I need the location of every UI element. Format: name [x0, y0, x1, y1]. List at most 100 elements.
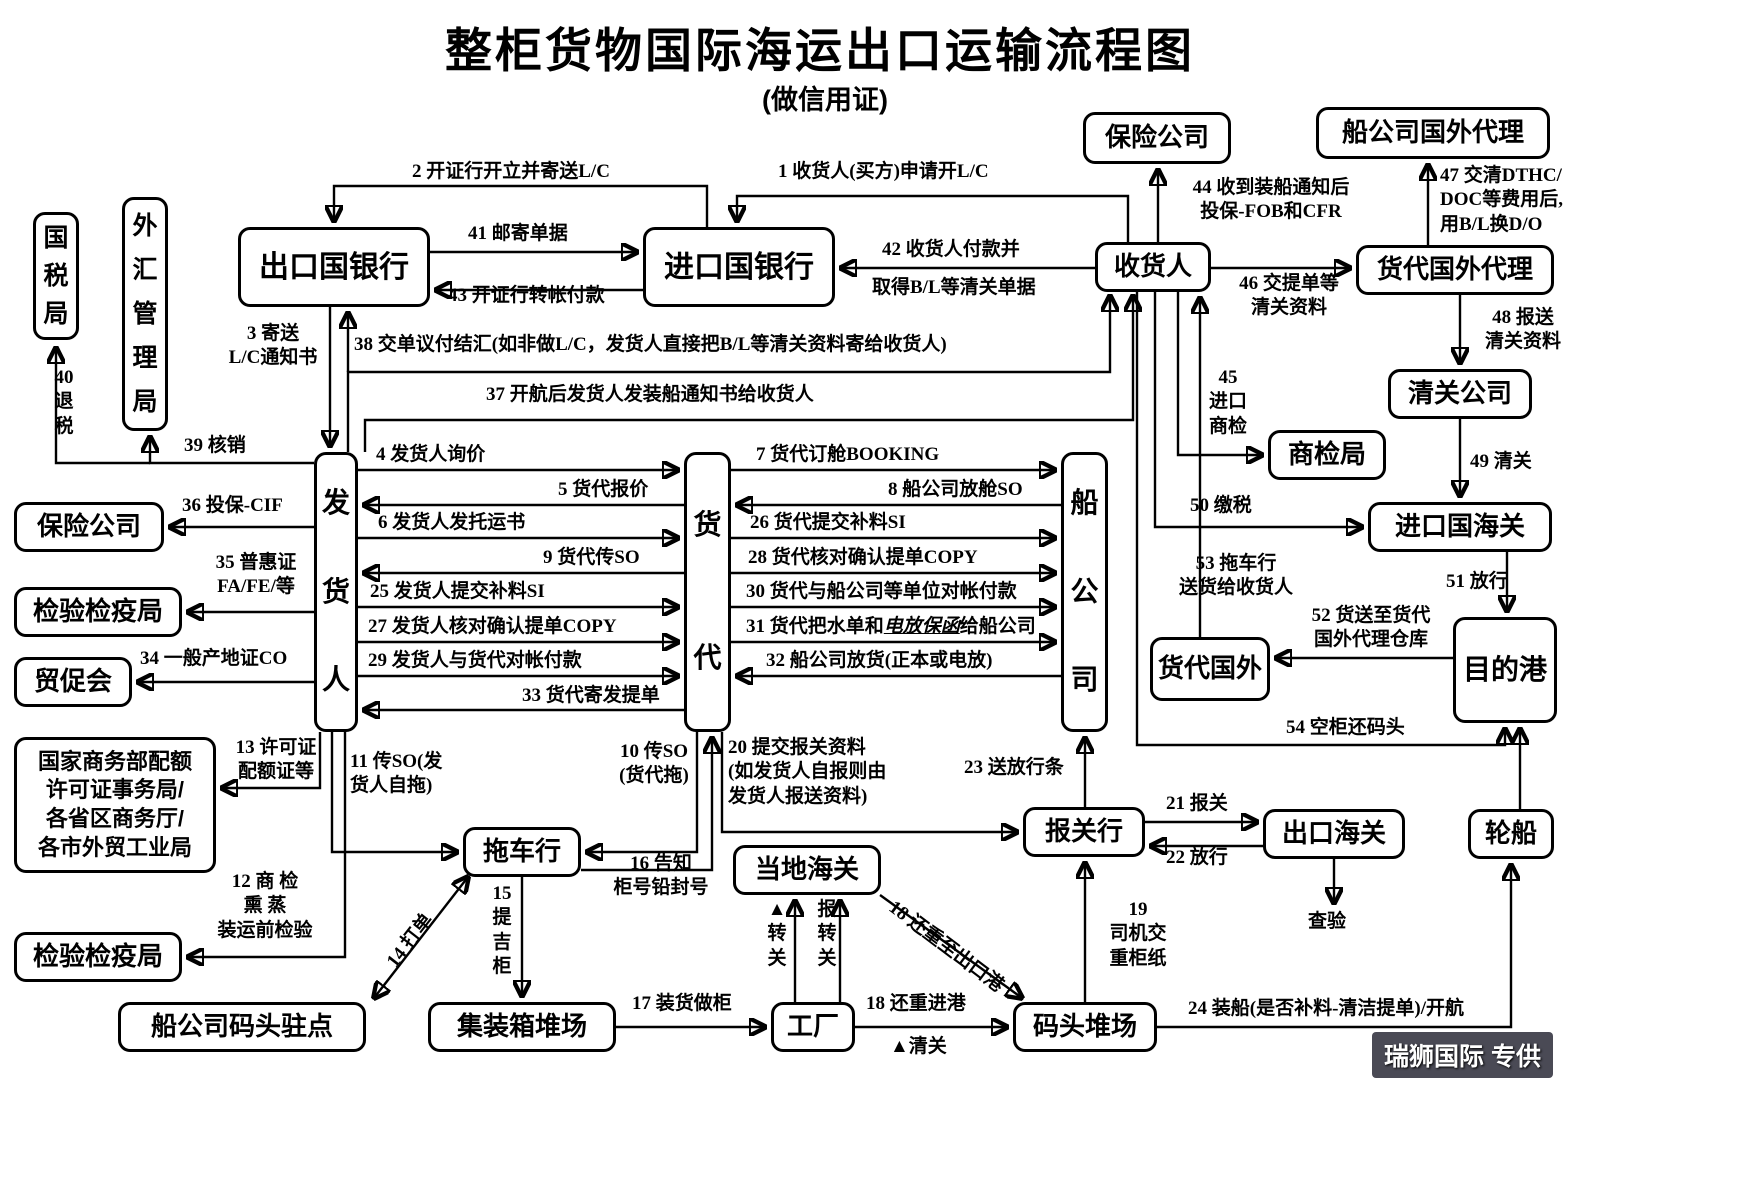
arrow-38: [346, 296, 1110, 452]
flow-label-23: 23 送放行条: [964, 757, 1064, 778]
flow-label-21: 21 报关: [1166, 793, 1228, 814]
arrow-24: [1157, 865, 1511, 1029]
flow-label-27: 27 发货人核对确认提单COPY: [368, 616, 617, 637]
flow-label-1: 1 收货人(买方)申请开L/C: [778, 161, 989, 182]
node-import-country-bank: 进口国银行: [643, 227, 835, 307]
flow-label-32: 32 船公司放货(正本或电放): [766, 650, 993, 671]
node-inspection-quarantine-bureau-2: 检验检疫局: [14, 932, 182, 982]
node-trucking-company: 拖车行: [463, 827, 581, 877]
flow-label-53: 53 拖车行 送货给收货人: [1178, 553, 1293, 599]
arrow-14: [374, 877, 468, 998]
flow-label-46: 46 交提单等 清关资料: [1239, 273, 1339, 319]
flow-label-51: 51 放行: [1446, 571, 1508, 592]
arrow-50: [1153, 292, 1362, 527]
flow-label-17: 17 装货做柜: [632, 993, 732, 1014]
flow-label-50: 50 缴税: [1190, 495, 1252, 516]
node-shipping-co-dock-station: 船公司码头驻点: [118, 1002, 366, 1052]
node-destination-port: 目的港: [1453, 617, 1557, 723]
arrow-45: [1176, 292, 1262, 455]
flow-label-34: 34 一般产地证CO: [140, 648, 288, 669]
node-local-customs: 当地海关: [733, 845, 881, 895]
node-factory: 工厂: [771, 1002, 855, 1052]
flow-label-31: 31 货代把水单和电放保函给船公司: [746, 615, 1036, 639]
node-insurance-company-top: 保险公司: [1083, 112, 1231, 164]
flow-label-15: 15 提 吉 柜: [492, 883, 512, 977]
page-title: 整柜货物国际海运出口运输流程图: [445, 24, 1195, 77]
node-commodity-inspection-bureau: 商检局: [1268, 430, 1386, 480]
flow-label-54: 54 空柜还码头: [1286, 717, 1405, 738]
flow-label-12: 12 商 检 熏 蒸 装运前检验: [217, 871, 313, 941]
flow-label-35: 35 普惠证 FA/FE/等: [215, 552, 297, 598]
flow-label-2: 2 开证行开立并寄送L/C: [412, 161, 610, 182]
node-forwarder-foreign-agent: 货代国外代理: [1356, 245, 1554, 295]
node-dock-yard: 码头堆场: [1013, 1002, 1157, 1052]
flow-label-28: 28 货代核对确认提单COPY: [748, 547, 978, 568]
flow-label-39: 39 核销: [184, 435, 246, 456]
arrow-18b: [879, 894, 1022, 998]
flow-label-inspection: 查验: [1308, 911, 1347, 932]
flow-label-24: 24 装船(是否补料-清洁提单)/开航: [1188, 998, 1465, 1019]
flow-label-40: 40 退 税: [54, 367, 74, 437]
node-export-country-bank: 出口国银行: [238, 227, 430, 307]
flow-label-5: 5 货代报价: [558, 479, 649, 500]
flow-label-11: 11 传SO(发 货人自拖): [350, 751, 443, 797]
flow-label-25: 25 发货人提交补料SI: [370, 581, 545, 602]
flow-label-48: 48 报送 清关资料: [1484, 307, 1561, 353]
flow-label-13: 13 许可证 配额证等: [235, 737, 317, 783]
flow-label-report-transit-customs: 报 转 关: [817, 899, 837, 969]
flow-label-20: 20 提交报关资料 (如发货人自报则由 发货人报送资料): [728, 737, 887, 807]
node-freight-forwarder: 货代: [684, 452, 731, 732]
arrow-13: [222, 732, 322, 788]
arrow-11: [330, 732, 457, 852]
flow-label-42a: 42 收货人付款并: [882, 239, 1020, 260]
flow-label-43: 43 开证行转帐付款: [448, 285, 605, 306]
flow-label-transit-customs: ▲ 转 关: [767, 899, 787, 969]
flow-label-19: 19 司机交 重柜纸: [1109, 899, 1167, 969]
flow-label-33: 33 货代寄发提单: [522, 685, 660, 706]
node-shipper: 发货人: [314, 452, 358, 732]
node-shipping-co-foreign-agent: 船公司国外代理: [1316, 107, 1550, 159]
node-ccpit: 贸促会: [14, 657, 132, 707]
node-national-tax-bureau: 国税局: [33, 212, 79, 340]
flow-label-45: 45 进口 商检: [1208, 367, 1247, 437]
node-foreign-exchange-admin: 外汇管理局: [122, 197, 168, 431]
node-customs-broker: 报关行: [1023, 807, 1145, 857]
flow-label-16: 16 告知 柜号铅封号: [613, 853, 709, 899]
arrow-40: [56, 348, 150, 465]
watermark: 瑞狮国际 专供: [1372, 1032, 1553, 1078]
flow-label-4: 4 发货人询价: [376, 444, 486, 465]
flow-label-6: 6 发货人发托运书: [378, 512, 526, 533]
node-container-yard: 集装箱堆场: [428, 1002, 616, 1052]
node-export-customs: 出口海关: [1263, 809, 1405, 859]
flow-label-49: 49 清关: [1470, 451, 1532, 472]
arrow-16: [581, 738, 712, 872]
flow-label-52: 52 货送至货代 国外代理仓库: [1311, 605, 1431, 651]
flow-label-31-prefix: 31 货代把水单和: [746, 616, 884, 637]
arrow-12: [188, 732, 347, 957]
node-inspection-quarantine-bureau-1: 检验检疫局: [14, 587, 182, 637]
flow-label-30: 30 货代与船公司等单位对帐付款: [746, 581, 1017, 602]
flow-label-29: 29 发货人与货代对帐付款: [368, 650, 582, 671]
arrow-1: [737, 194, 1130, 242]
node-ministry-of-commerce-offices: 国家商务部配额 许可证事务局/ 各省区商务厅/ 各市外贸工业局: [14, 737, 216, 873]
flow-label-7: 7 货代订舱BOOKING: [756, 444, 940, 465]
flow-label-41: 41 邮寄单据: [468, 223, 568, 244]
node-insurance-company-left: 保险公司: [14, 502, 164, 552]
node-consignee: 收货人: [1095, 242, 1211, 292]
flow-label-10: 10 传SO (货代拖): [619, 741, 689, 787]
arrow-20: [720, 732, 1017, 832]
flow-label-47: 47 交清DTHC/ DOC等费用后, 用B/L换D/O: [1440, 165, 1563, 235]
flow-label-18: 18 还重进港: [866, 993, 966, 1014]
page-subtitle: (做信用证): [762, 85, 888, 115]
flow-label-26: 26 货代提交补料SI: [750, 512, 906, 533]
flow-label-8: 8 船公司放舱SO: [888, 479, 1023, 500]
flow-label-44: 44 收到装船通知后 投保-FOB和CFR: [1192, 177, 1350, 223]
node-forwarder-abroad: 货代国外: [1150, 637, 1270, 701]
flow-label-9: 9 货代传SO: [543, 547, 640, 568]
arrow-37: [363, 296, 1133, 452]
flow-label-42b: 取得B/L等清关单据: [872, 277, 1036, 298]
node-shipping-company: 船公司: [1061, 452, 1108, 732]
arrow-54: [1135, 292, 1505, 747]
flow-label-38: 38 交单议付结汇(如非做L/C，发货人直接把B/L等清关资料寄给收货人): [354, 334, 947, 355]
